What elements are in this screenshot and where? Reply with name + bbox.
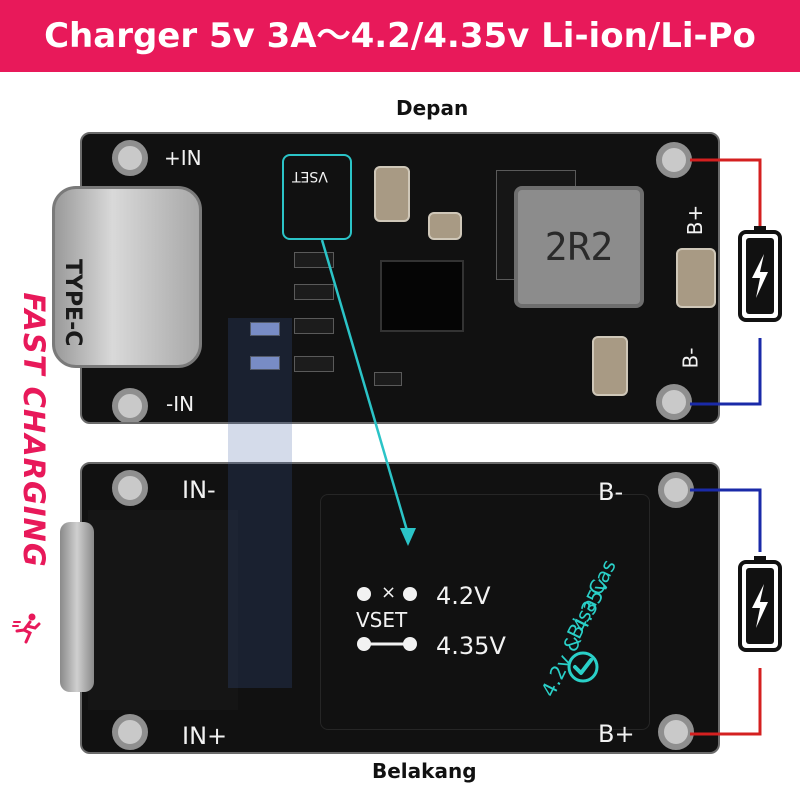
pad-b-plus-back [658,714,694,750]
shield-pad [88,510,238,710]
capacitor [428,212,462,240]
fast-charging-slogan: FAST CHARGING [17,292,51,568]
capacitor [592,336,628,396]
smd-component [294,318,334,334]
battery-charging-icon [738,226,782,322]
usb-c-connector: TYPE-C [52,186,202,368]
smd-component [374,372,402,386]
option-4-2v: 4.2V [436,582,491,610]
smd-component [250,356,280,370]
vset-highlight-box [282,154,352,240]
vset-open-mark: × [381,582,397,603]
title-banner: Charger 5v 3A～4.2/4.35v Li-ion/Li-Po [0,0,800,72]
banner-title: Charger 5v 3A～4.2/4.35v Li-ion/Li-Po [44,16,756,56]
vset-back-label: VSET [356,608,408,632]
pad-in-minus-front [112,388,148,422]
check-circle-icon [567,651,599,683]
type-c-label: TYPE-C [60,259,85,347]
pad-in-plus-back [112,714,148,750]
inductor: 2R2 [514,186,644,308]
smd-component [250,322,280,336]
pad-b-minus-front [656,384,692,420]
battery-charging-icon [738,556,782,652]
in-minus-label: -IN [166,392,195,416]
capacitor [374,166,410,222]
usb-c-connector-back [60,522,94,692]
inductor-code: 2R2 [544,225,614,269]
smd-component [294,356,334,372]
option-4-35v: 4.35V [436,632,506,660]
back-battery-wiring [690,488,762,736]
smd-component [294,252,334,268]
copper-zone [320,494,650,730]
back-b-minus-label: B- [598,478,624,506]
pad-in-minus-back [112,470,148,506]
capacitor [676,248,716,308]
watermark [228,318,292,688]
running-person-icon [12,613,41,644]
back-b-plus-label: B+ [598,720,635,748]
back-in-plus-label: IN+ [182,722,228,750]
controller-chip [380,260,464,332]
vset-jumper-diagram [357,587,417,651]
pad-b-plus-front [656,142,692,178]
in-plus-label: +IN [164,146,202,170]
back-in-minus-label: IN- [182,476,216,504]
pad-in-plus-front [112,140,148,176]
back-label: Belakang [372,759,477,783]
smd-component [294,284,334,300]
pad-b-minus-back [658,472,694,508]
front-battery-wiring [690,158,762,406]
back-board [80,462,720,754]
front-label: Depan [396,96,469,120]
